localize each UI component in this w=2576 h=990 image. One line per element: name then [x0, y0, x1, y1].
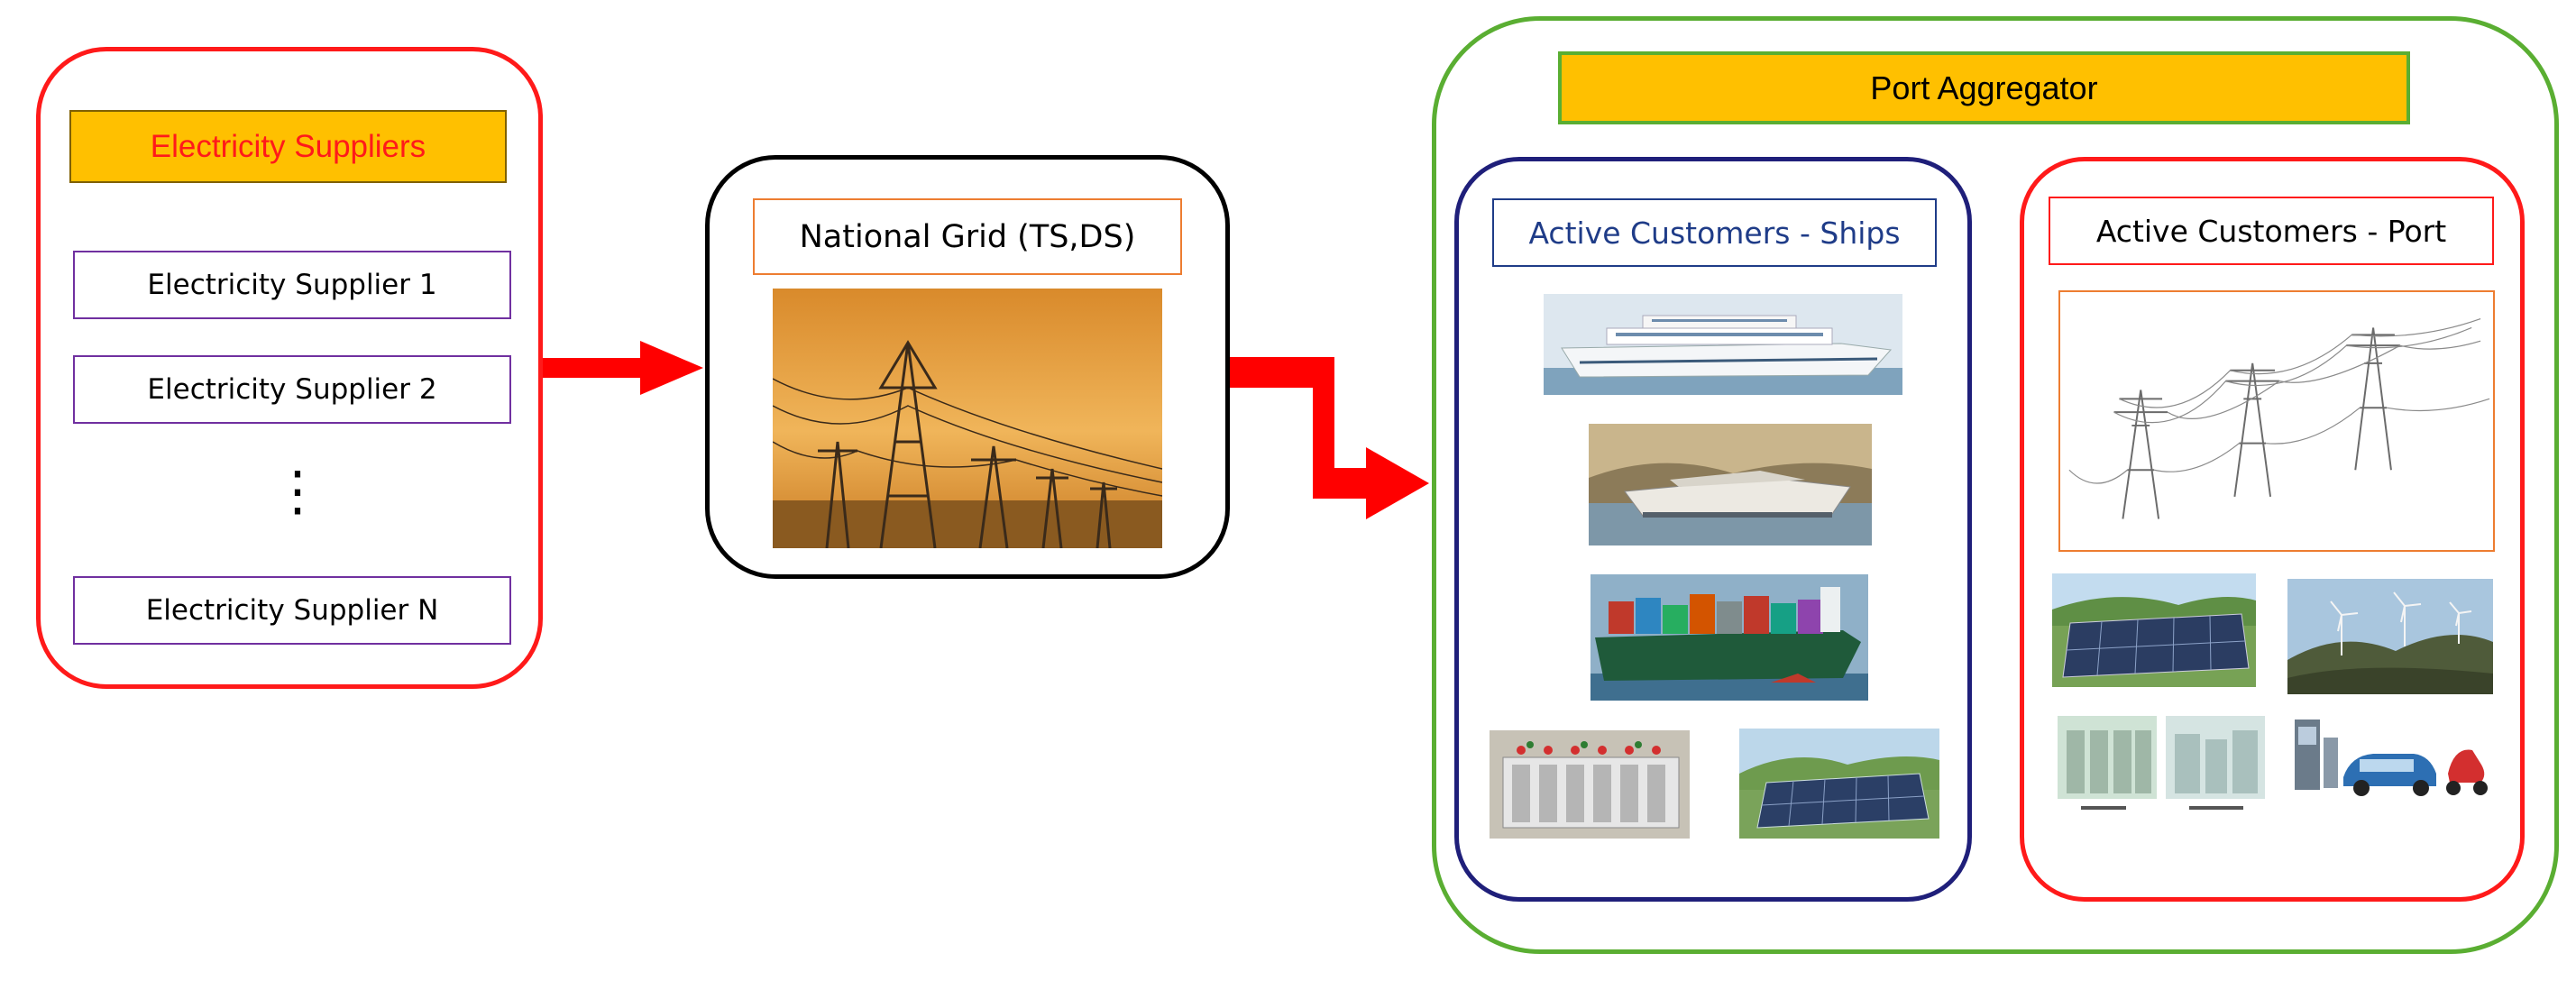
supplier-item-1: Electricity Supplier 1 — [73, 251, 511, 319]
battery-bank-image — [1490, 730, 1690, 839]
ships-group — [1454, 157, 1972, 902]
supplier-item-n: Electricity Supplier N — [73, 576, 511, 645]
arrow-suppliers-to-grid — [541, 341, 703, 395]
transmission-towers-image — [773, 289, 1162, 548]
electrolyser-room-image — [2054, 712, 2269, 820]
wind-turbines-image — [2287, 579, 2493, 694]
port-aggregator-title: Port Aggregator — [1558, 51, 2410, 124]
suppliers-title: Electricity Suppliers — [69, 110, 507, 183]
cruise-ship-image — [1544, 294, 1902, 395]
power-lines-image — [2058, 290, 2495, 552]
solar-panels-image — [1739, 729, 1939, 839]
ships-title: Active Customers - Ships — [1492, 198, 1937, 267]
supplier-item-2: Electricity Supplier 2 — [73, 355, 511, 424]
arrow-grid-to-aggregator — [1229, 357, 1429, 519]
port-aggregator-group — [1432, 16, 2559, 954]
port-group — [2020, 157, 2525, 902]
ev-charging-image — [2287, 710, 2493, 808]
catamaran-ferry-image — [1589, 424, 1872, 545]
supplier-ellipsis: ⋮ — [270, 460, 325, 523]
national-grid-title: National Grid (TS,DS) — [753, 198, 1182, 275]
container-ship-image — [1591, 574, 1868, 701]
port-title: Active Customers - Port — [2049, 197, 2494, 265]
solar-farm-image — [2052, 573, 2256, 687]
